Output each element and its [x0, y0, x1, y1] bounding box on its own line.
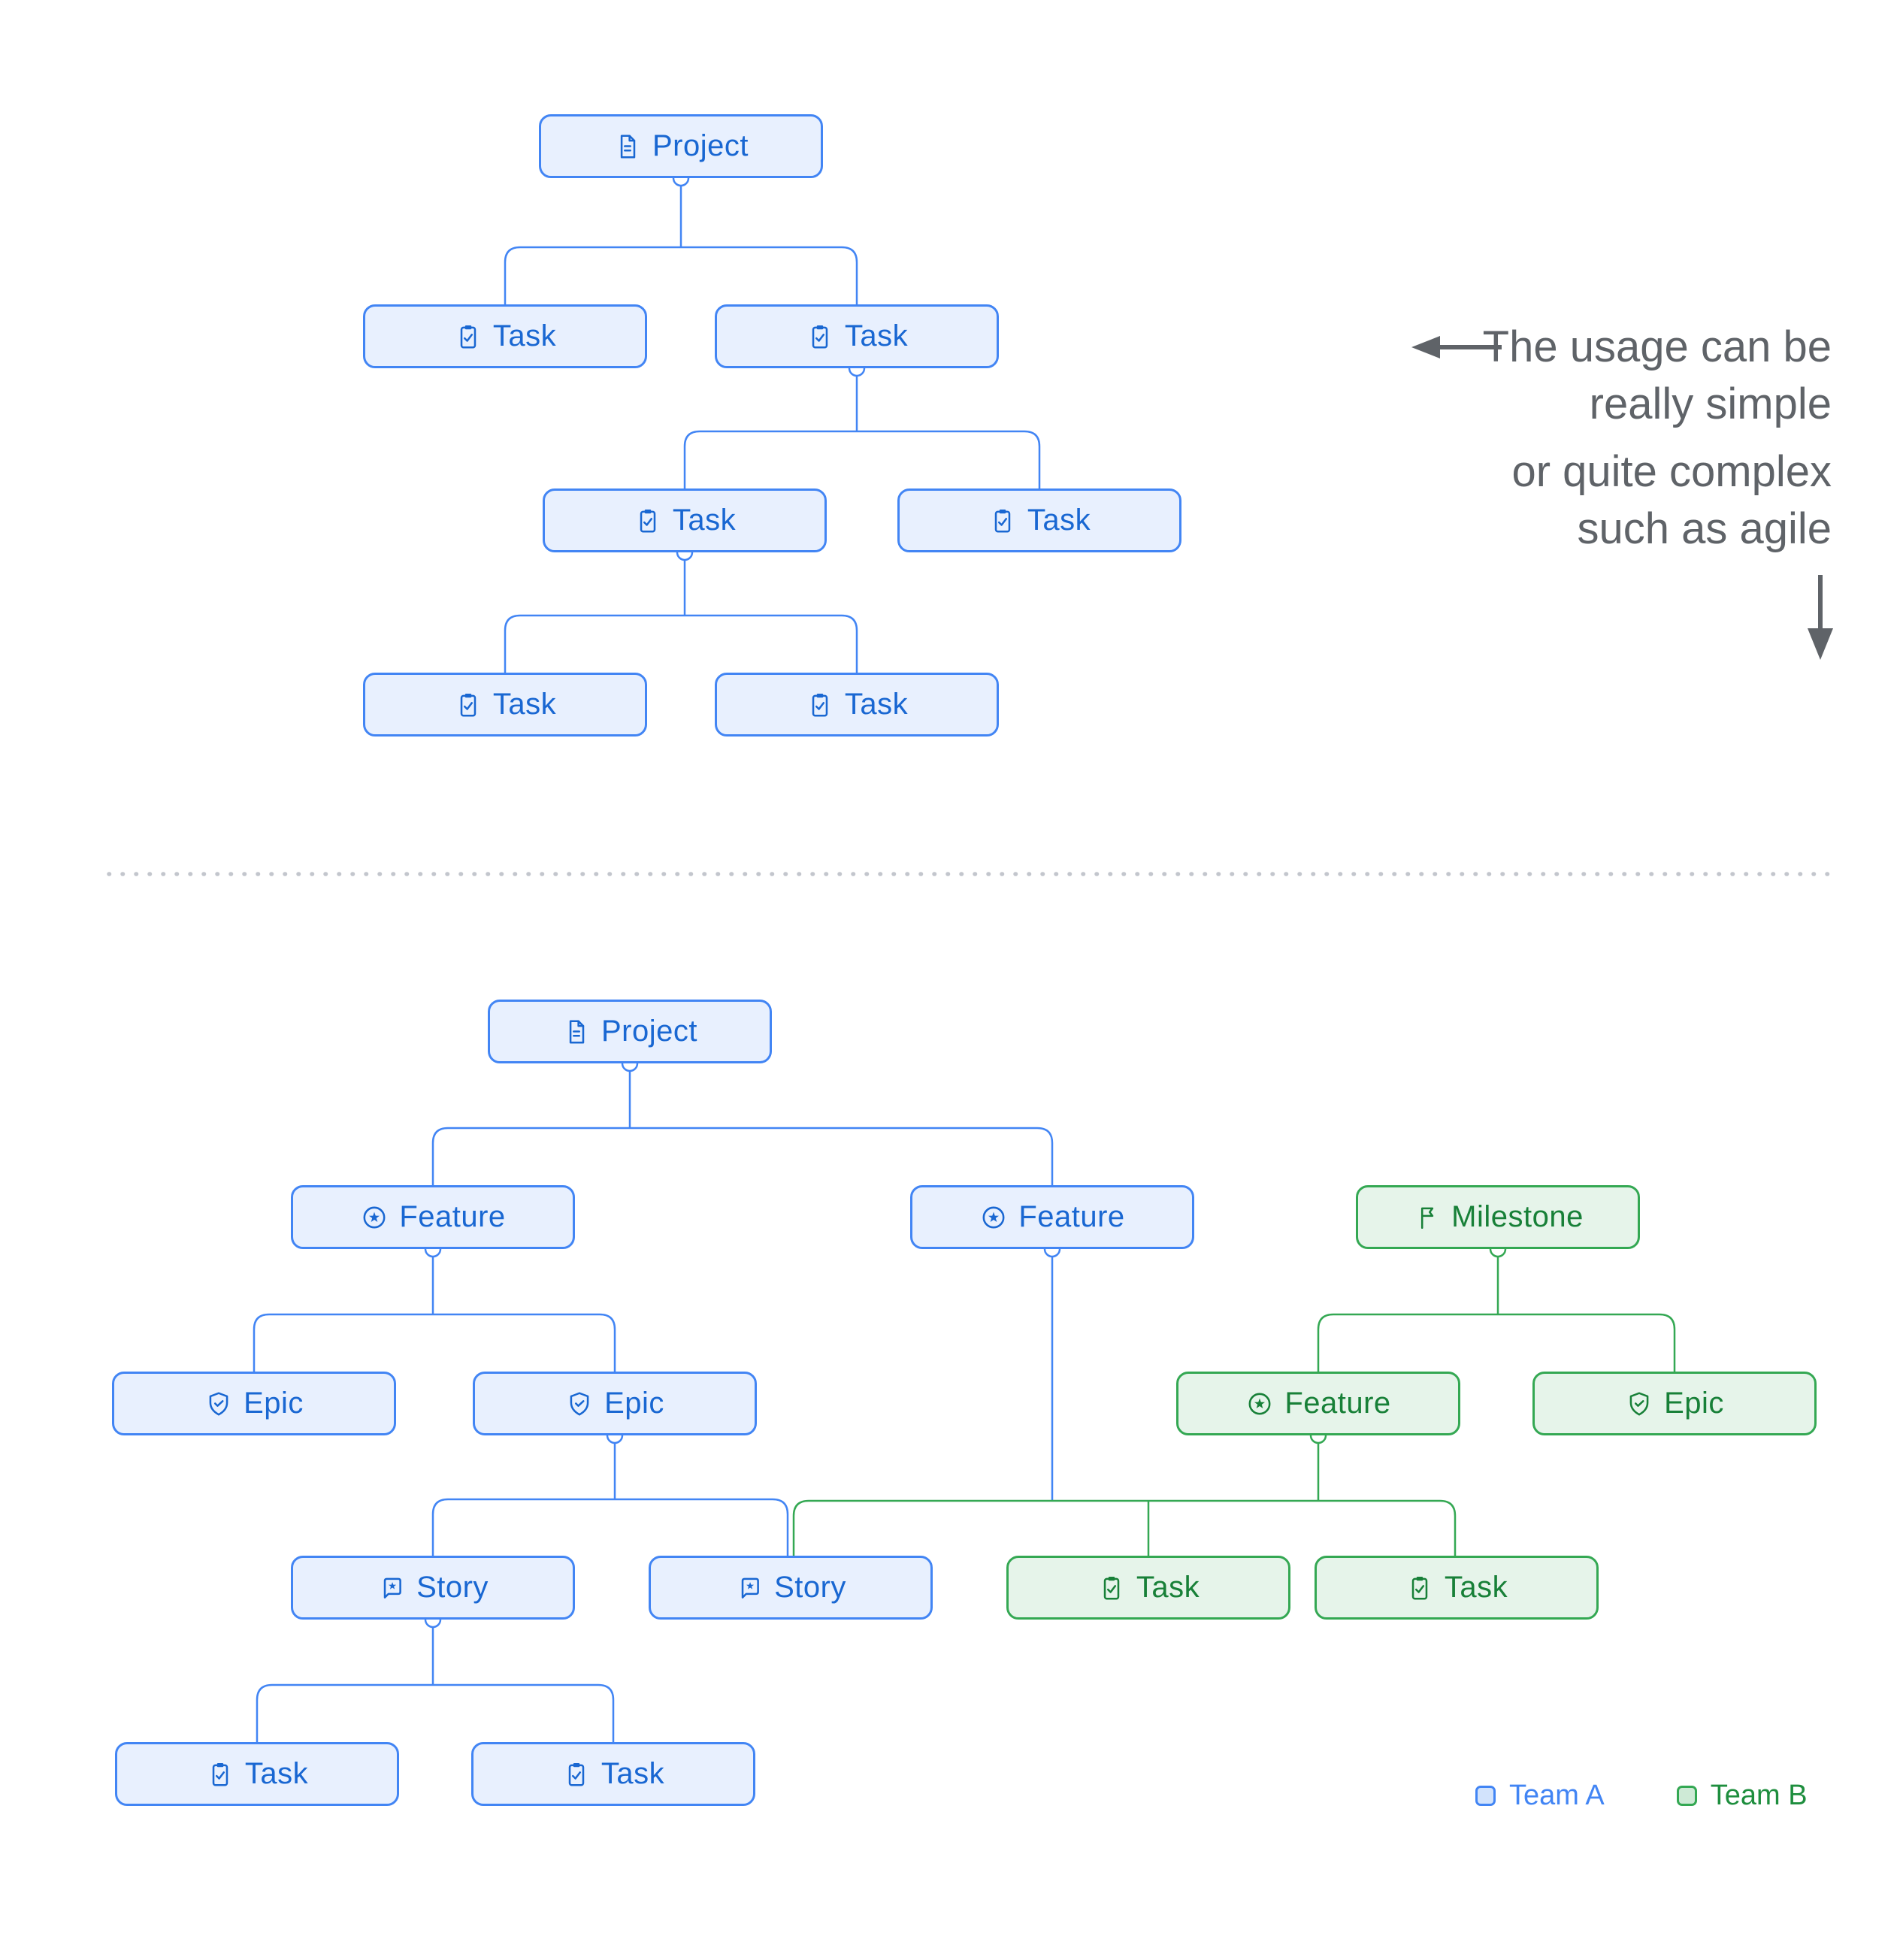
node-task-simple-2: Task — [715, 304, 999, 368]
task-icon — [1405, 1574, 1434, 1602]
task-icon — [206, 1760, 234, 1789]
node-feature-green: Feature — [1176, 1372, 1460, 1435]
legend: Team A Team B — [1475, 1780, 1808, 1812]
node-task-complex-2: Task — [471, 1742, 755, 1806]
story-icon — [735, 1574, 764, 1602]
node-label: Task — [601, 1757, 665, 1790]
node-task-complex-1: Task — [115, 1742, 399, 1806]
milestone-icon — [1412, 1203, 1441, 1232]
node-label: Task — [844, 319, 909, 352]
annotation-line: such as agile — [1577, 504, 1832, 553]
node-milestone: Milestone — [1356, 1185, 1640, 1249]
node-label: Task — [844, 688, 909, 721]
edge-task2-to-tasks — [683, 368, 1041, 488]
node-task-simple-4: Task — [897, 488, 1181, 552]
task-icon — [988, 507, 1017, 535]
feature-icon — [979, 1203, 1008, 1232]
node-task-simple-1: Task — [363, 304, 647, 368]
edge-project2-to-features — [431, 1063, 1054, 1185]
legend-label: Team A — [1509, 1780, 1605, 1811]
epic-icon — [204, 1390, 233, 1418]
node-epic-green: Epic — [1532, 1372, 1817, 1435]
task-icon — [454, 322, 483, 351]
team-a-swatch — [1475, 1786, 1496, 1806]
node-label: Task — [672, 504, 737, 537]
node-story-2: Story — [649, 1556, 933, 1620]
feature-icon — [360, 1203, 389, 1232]
edge-feature1-to-epics — [253, 1249, 616, 1372]
node-epic-2: Epic — [473, 1372, 757, 1435]
node-label: Task — [1027, 504, 1091, 537]
node-label: Story — [774, 1571, 846, 1604]
node-label: Milestone — [1451, 1200, 1584, 1233]
node-label: Project — [601, 1015, 697, 1048]
node-label: Feature — [1284, 1387, 1391, 1420]
feature-icon — [1245, 1390, 1274, 1418]
node-label: Epic — [1664, 1387, 1724, 1420]
edge-story1-to-tasks — [256, 1620, 615, 1742]
task-icon — [454, 691, 483, 719]
edge-task3-to-tasks — [504, 552, 858, 673]
node-label: Feature — [1018, 1200, 1125, 1233]
node-story-1: Story — [291, 1556, 575, 1620]
node-feature-1: Feature — [291, 1185, 575, 1249]
node-label: Task — [1444, 1571, 1508, 1604]
task-icon — [1097, 1574, 1126, 1602]
node-feature-2: Feature — [910, 1185, 1194, 1249]
document-icon — [562, 1018, 591, 1046]
node-task-simple-3: Task — [543, 488, 827, 552]
edge-green-bus — [792, 1435, 1457, 1556]
task-icon — [562, 1760, 591, 1789]
edge-milestone-to-children — [1317, 1249, 1676, 1372]
node-label: Project — [652, 129, 749, 162]
task-icon — [806, 322, 834, 351]
task-icon — [806, 691, 834, 719]
node-label: Task — [1136, 1571, 1200, 1604]
legend-label: Team B — [1710, 1780, 1808, 1811]
node-label: Task — [492, 688, 557, 721]
legend-item-team-a: Team A — [1475, 1780, 1605, 1812]
node-project-complex: Project — [488, 1000, 772, 1063]
legend-item-team-b: Team B — [1676, 1780, 1808, 1812]
task-icon — [634, 507, 662, 535]
node-task-simple-6: Task — [715, 673, 999, 737]
node-task-simple-5: Task — [363, 673, 647, 737]
node-label: Story — [416, 1571, 489, 1604]
annotation-text: The usage can be really simple or quite … — [1483, 319, 1832, 558]
left-arrow-icon — [1411, 336, 1502, 358]
node-label: Task — [492, 319, 557, 352]
edge-project-to-tasks — [504, 178, 858, 304]
node-epic-1: Epic — [112, 1372, 396, 1435]
epic-icon — [565, 1390, 594, 1418]
edge-epic2-to-stories — [431, 1435, 789, 1556]
down-arrow-icon — [1808, 575, 1833, 660]
story-icon — [377, 1574, 406, 1602]
annotation-line: or quite complex — [1511, 447, 1832, 496]
node-label: Epic — [244, 1387, 304, 1420]
node-label: Epic — [604, 1387, 664, 1420]
node-label: Task — [244, 1757, 309, 1790]
team-b-swatch — [1676, 1786, 1697, 1806]
node-task-green-1: Task — [1006, 1556, 1290, 1620]
epic-icon — [1625, 1390, 1653, 1418]
node-label: Feature — [399, 1200, 506, 1233]
annotation-line: The usage can be — [1482, 322, 1832, 371]
annotation-line: really simple — [1589, 380, 1832, 428]
document-icon — [613, 132, 642, 161]
node-task-green-2: Task — [1315, 1556, 1599, 1620]
node-project-simple: Project — [539, 114, 823, 178]
